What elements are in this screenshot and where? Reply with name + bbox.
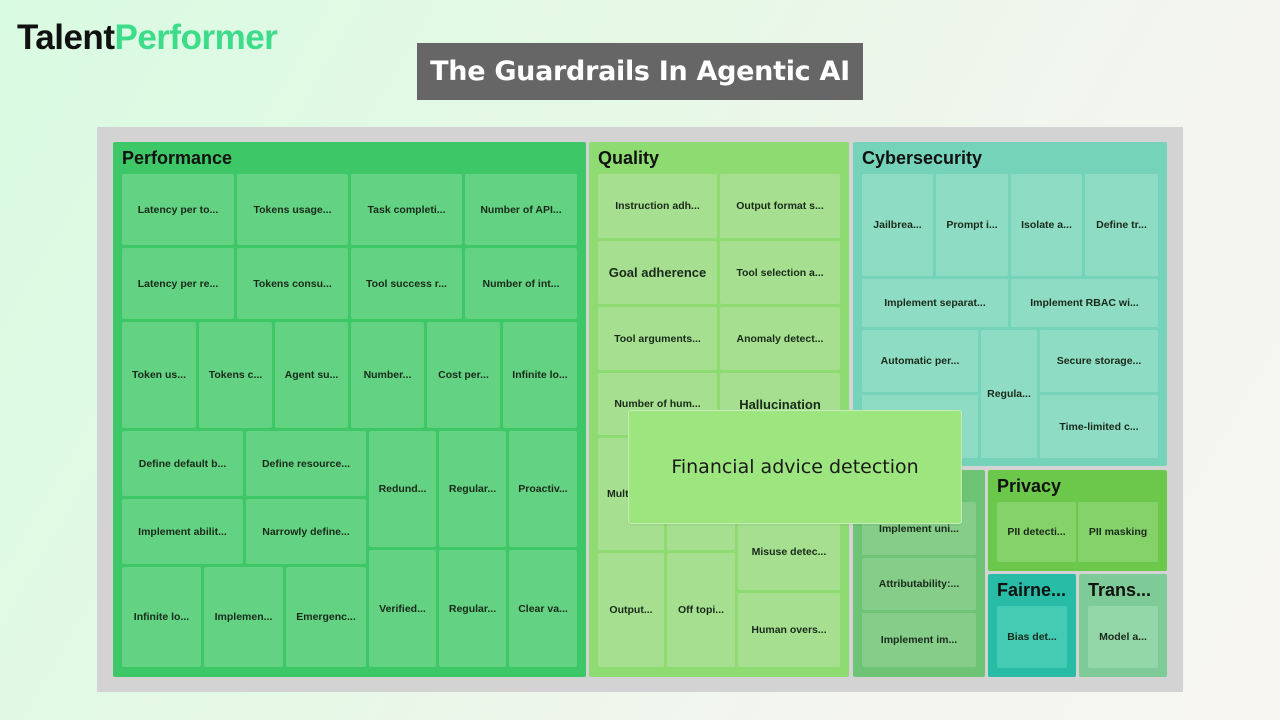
treemap-cell[interactable]: Infinite lo... xyxy=(503,322,577,428)
group-title: Cybersecurity xyxy=(862,148,983,168)
treemap-cell[interactable]: Clear va... xyxy=(509,550,577,667)
treemap-cell[interactable]: Narrowly define... xyxy=(246,499,366,564)
group-quality[interactable]: Quality Instruction adh... Output format… xyxy=(589,142,849,677)
treemap-cell[interactable]: Tokens usage... xyxy=(237,174,348,245)
treemap-cell[interactable]: Output... xyxy=(598,553,664,667)
treemap-cell[interactable]: Misuse detec... xyxy=(738,513,840,590)
treemap-cell[interactable]: Human overs... xyxy=(738,593,840,667)
treemap-cell[interactable]: Jailbrea... xyxy=(862,174,933,276)
treemap-cell[interactable]: Implement separat... xyxy=(862,279,1008,327)
hover-tooltip: Financial advice detection xyxy=(628,410,962,524)
treemap-cell[interactable]: Proactiv... xyxy=(509,431,577,547)
treemap-cell[interactable]: Latency per to... xyxy=(122,174,234,245)
group-title: Fairne... xyxy=(997,580,1067,600)
treemap-cell[interactable]: Infinite lo... xyxy=(122,567,201,667)
group-performance[interactable]: Performance Latency per to... Tokens usa… xyxy=(113,142,586,677)
treemap-cell[interactable]: Bias det... xyxy=(997,606,1067,668)
treemap-cell[interactable]: Redund... xyxy=(369,431,436,547)
treemap-cell[interactable]: Attributability:... xyxy=(862,558,976,610)
treemap-cell[interactable]: Anomaly detect... xyxy=(720,307,840,370)
treemap-cell[interactable]: Output format s... xyxy=(720,174,840,238)
treemap-cell[interactable]: Time-limited c... xyxy=(1040,395,1158,458)
treemap-cell[interactable]: Emergenc... xyxy=(286,567,366,667)
treemap-cell[interactable]: Define tr... xyxy=(1085,174,1158,276)
treemap-cell[interactable]: Verified... xyxy=(369,550,436,667)
treemap-cell[interactable]: Isolate a... xyxy=(1011,174,1082,276)
treemap-cell[interactable]: Implemen... xyxy=(204,567,283,667)
group-title: Trans... xyxy=(1088,580,1152,600)
group-cybersecurity[interactable]: Cybersecurity Jailbrea... Prompt i... Is… xyxy=(853,142,1167,466)
treemap-cell[interactable]: Implement im... xyxy=(862,613,976,667)
treemap-cell[interactable]: Cost per... xyxy=(427,322,500,428)
treemap-cell[interactable]: PII detecti... xyxy=(997,502,1076,562)
treemap-cell[interactable]: Token us... xyxy=(122,322,196,428)
treemap-cell[interactable]: PII masking xyxy=(1078,502,1158,562)
treemap-cell[interactable]: Tool arguments... xyxy=(598,307,717,370)
treemap-cell[interactable]: Automatic per... xyxy=(862,330,978,392)
treemap-cell[interactable]: Number... xyxy=(351,322,424,428)
group-fairness[interactable]: Fairne... Bias det... xyxy=(988,574,1076,677)
treemap-cell[interactable]: Regular... xyxy=(439,550,506,667)
brand-logo-part1: Talent xyxy=(17,18,115,57)
treemap-cell[interactable]: Define resource... xyxy=(246,431,366,496)
treemap-cell[interactable]: Number of API... xyxy=(465,174,577,245)
treemap-cell[interactable]: Implement RBAC wi... xyxy=(1011,279,1158,327)
treemap-cell[interactable]: Number of int... xyxy=(465,248,577,319)
treemap-cell[interactable]: Prompt i... xyxy=(936,174,1008,276)
group-title: Performance xyxy=(122,148,233,168)
brand-logo: TalentPerformer xyxy=(17,18,278,58)
group-title: Privacy xyxy=(997,476,1062,496)
treemap-cell[interactable]: Secure storage... xyxy=(1040,330,1158,392)
treemap-cell[interactable]: Define default b... xyxy=(122,431,243,496)
treemap-cell[interactable]: Regula... xyxy=(981,330,1037,458)
group-privacy[interactable]: Privacy PII detecti... PII masking xyxy=(988,470,1167,571)
treemap-cell[interactable]: Latency per re... xyxy=(122,248,234,319)
brand-logo-part2: Performer xyxy=(114,18,278,57)
treemap-cell[interactable]: Model a... xyxy=(1088,606,1158,668)
treemap-cell[interactable]: Regular... xyxy=(439,431,506,547)
treemap-cell[interactable]: Tool success r... xyxy=(351,248,462,319)
treemap-cell[interactable]: Tokens c... xyxy=(199,322,272,428)
group-transparency[interactable]: Trans... Model a... xyxy=(1079,574,1167,677)
page-title: The Guardrails In Agentic AI xyxy=(417,43,863,100)
treemap-cell[interactable]: Instruction adh... xyxy=(598,174,717,238)
treemap-cell[interactable]: Task completi... xyxy=(351,174,462,245)
treemap-cell[interactable]: Tokens consu... xyxy=(237,248,348,319)
treemap-cell[interactable]: Tool selection a... xyxy=(720,241,840,304)
group-title: Quality xyxy=(598,148,660,168)
treemap-cell[interactable]: Agent su... xyxy=(275,322,348,428)
treemap-cell[interactable]: Implement abilit... xyxy=(122,499,243,564)
treemap-cell[interactable]: Goal adherence xyxy=(598,241,717,304)
treemap-cell[interactable]: Off topi... xyxy=(667,553,735,667)
